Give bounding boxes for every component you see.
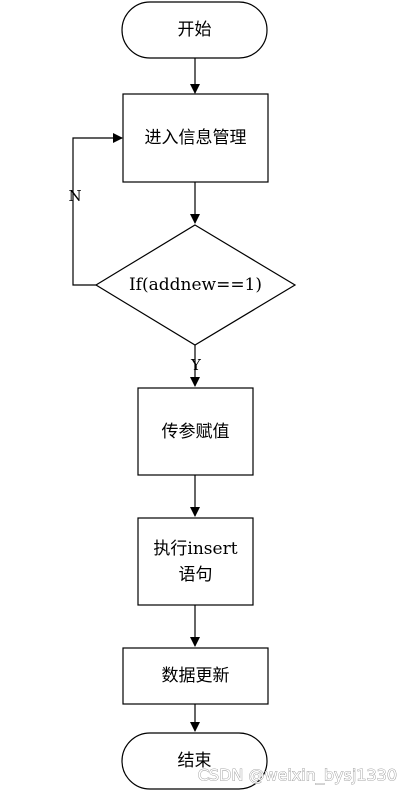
pass-params-box xyxy=(137,387,254,476)
end-terminator xyxy=(121,732,268,790)
execute-insert-label-line2: 语句 xyxy=(179,565,213,585)
end-label: 结束 xyxy=(178,751,212,771)
update-data-box xyxy=(122,647,269,705)
branch-no-label: N xyxy=(68,187,81,205)
start-label: 开始 xyxy=(178,20,212,40)
branch-yes-label: Y xyxy=(190,356,202,374)
execute-insert-label-line1: 执行insert xyxy=(153,539,237,559)
enter-info-management-box xyxy=(122,93,269,183)
update-data-label: 数据更新 xyxy=(162,666,230,686)
pass-params-label: 传参赋值 xyxy=(162,422,230,442)
execute-insert-box xyxy=(137,517,254,606)
edge-no-loop xyxy=(72,133,123,286)
condition-label: If(addnew==1) xyxy=(129,275,262,295)
condition-diamond xyxy=(94,224,297,346)
watermark: CSDN @weixin_bysj1330 xyxy=(198,766,397,786)
enter-info-management-label: 进入信息管理 xyxy=(145,128,247,148)
start-terminator xyxy=(121,1,268,59)
